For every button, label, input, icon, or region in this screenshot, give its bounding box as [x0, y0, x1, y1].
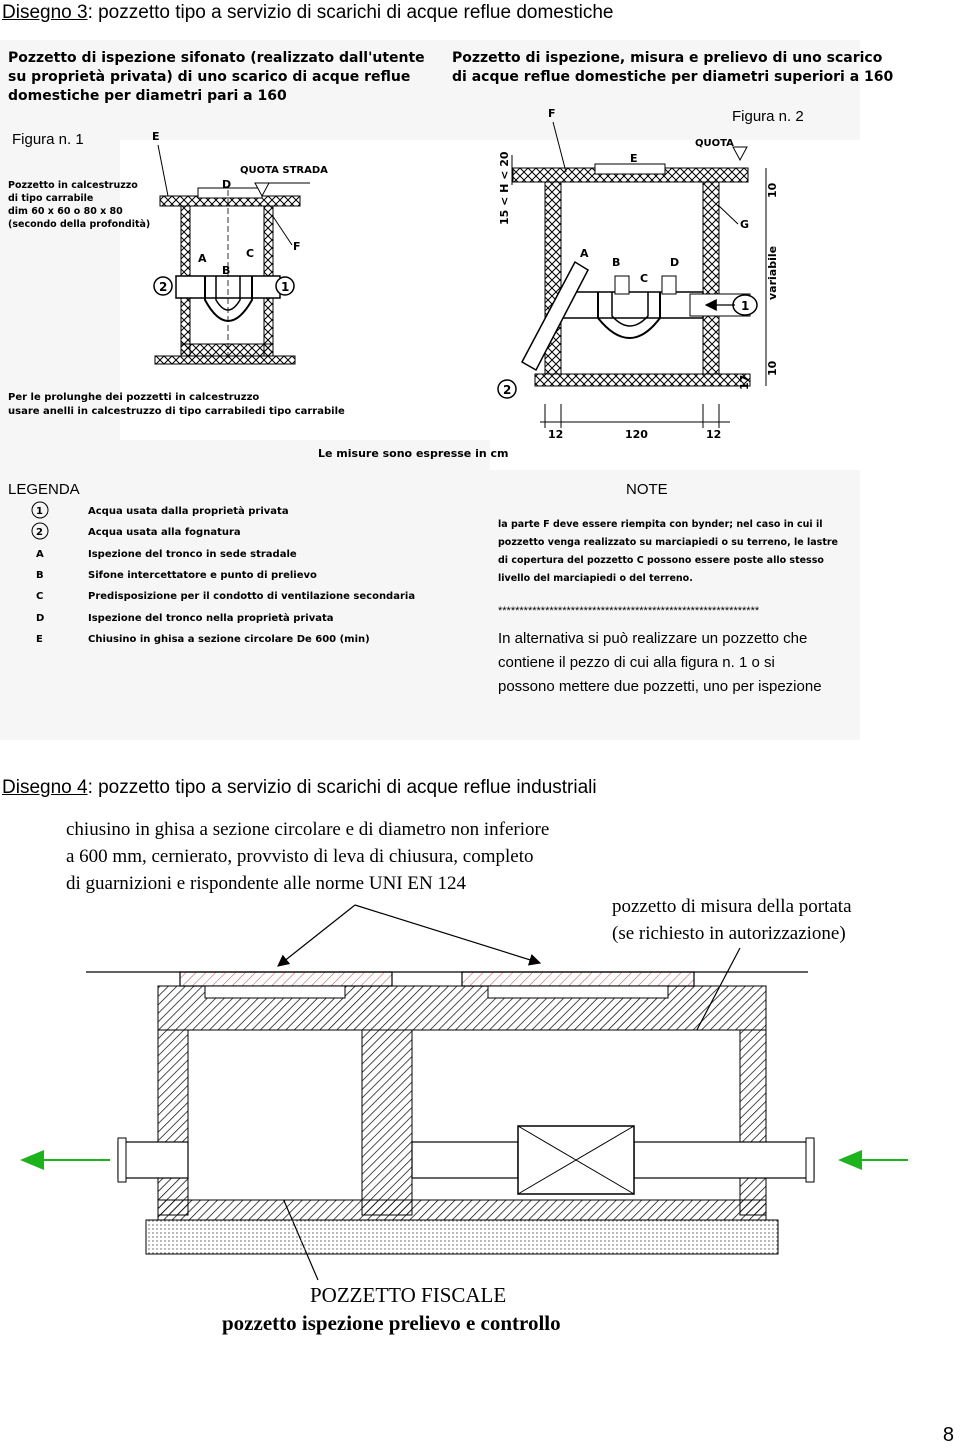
page-number: 8 — [942, 1424, 954, 1446]
svg-text:Sifone intercettatore e punto: Sifone intercettatore e punto di preliev… — [88, 570, 317, 581]
svg-text:Chiusino in ghisa a sezione ci: Chiusino in ghisa a sezione circolare De… — [88, 634, 370, 645]
fig2-letter-c: C — [640, 272, 648, 285]
note-heading: NOTE — [626, 481, 668, 498]
drawing4-right-annotation: pozzetto di misura della portata (se ric… — [612, 896, 856, 944]
fig2-circle-2: 2 — [497, 379, 517, 399]
fig2-letter-g: G — [740, 218, 749, 231]
legend-heading: LEGENDA — [8, 481, 80, 498]
svg-text:Ispezione del tronco nella pro: Ispezione del tronco nella proprietà pri… — [88, 612, 334, 624]
svg-text:Predisposizione per il condott: Predisposizione per il condotto di venti… — [88, 591, 415, 602]
drawing3-caption-label: Disegno 3 — [2, 2, 88, 23]
fig2-dim-17: 17 — [738, 375, 751, 390]
fig1-e-leader — [157, 144, 169, 197]
fig1-title: Pozzetto di ispezione sifonato (realizza… — [8, 50, 430, 104]
fig1-circle-2: 2 — [153, 276, 173, 296]
drawing4-bottom-subtitle: pozzetto ispezione prelievo e controllo — [222, 1311, 561, 1335]
fig1-figure-label: Figura n. 1 — [12, 131, 84, 148]
fig1-letter-d: D — [222, 178, 231, 191]
svg-text:2: 2 — [159, 280, 167, 294]
legend-item: C Predisposizione per il condotto di ven… — [36, 591, 415, 602]
units-note: Le misure sono espresse in cm — [318, 447, 509, 460]
industrial-pozzetto — [117, 971, 815, 1255]
fig2-letter-f: F — [548, 107, 556, 120]
fig1-circle-1: 1 — [275, 276, 295, 296]
fig2-pozzetto — [512, 146, 751, 387]
fig1-quota-label: QUOTA STRADA — [240, 165, 328, 176]
fig1-letter-f: F — [293, 240, 301, 253]
fig2-letter-b: B — [612, 256, 620, 269]
svg-text:Acqua usata alla fognatura: Acqua usata alla fognatura — [88, 527, 241, 538]
fig2-dim-10-top: 10 — [766, 182, 779, 198]
legend-item: 2 Acqua usata alla fognatura — [31, 522, 241, 540]
fig2-figure-label: Figura n. 2 — [732, 108, 804, 125]
svg-text:1: 1 — [741, 299, 749, 313]
svg-text:1: 1 — [281, 280, 289, 294]
legend-item: B Sifone intercettatore e punto di preli… — [36, 570, 317, 581]
legend-item: E Chiusino in ghisa a sezione circolare … — [36, 634, 370, 645]
legend-item: A Ispezione del tronco in sede stradale — [36, 549, 297, 560]
fig2-quota-label: QUOTA — [695, 138, 734, 149]
fig2-circle-1: 1 — [732, 294, 758, 316]
fig1-note: Per le prolunghe dei pozzetti in calcest… — [8, 392, 345, 417]
svg-text:B: B — [36, 570, 44, 581]
fig1-material-label: Pozzetto in calcestruzzo di tipo carrabi… — [8, 180, 150, 230]
fig2-dim-h: 15 < H < 20 — [498, 151, 511, 225]
fig2-dim-12-left: 12 — [548, 428, 563, 441]
svg-text:E: E — [36, 634, 43, 645]
fig2-letter-d: D — [670, 256, 679, 269]
note-separator: ****************************************… — [498, 605, 760, 617]
fig2-dim-12-right: 12 — [706, 428, 721, 441]
note-text: la parte F deve essere riempita con bynd… — [498, 519, 841, 584]
svg-text:Acqua usata dalla proprietà pr: Acqua usata dalla proprietà privata — [88, 505, 289, 517]
svg-text:D: D — [36, 613, 44, 624]
fig1-letter-c: C — [246, 247, 254, 260]
svg-text:1: 1 — [36, 506, 43, 517]
note-alternative: In alternativa si può realizzare un pozz… — [498, 630, 822, 695]
svg-text:A: A — [36, 549, 44, 560]
fig2-f-leader — [552, 121, 567, 173]
fig2-letter-a: A — [580, 247, 589, 260]
fig2-g-leader — [717, 204, 739, 225]
svg-text:2: 2 — [503, 383, 511, 397]
drawing3-caption: Disegno 3: pozzetto tipo a servizio di s… — [2, 2, 614, 24]
fig1-letter-a: A — [198, 252, 207, 265]
svg-text:Ispezione del tronco in sede s: Ispezione del tronco in sede stradale — [88, 549, 297, 560]
drawing4-caption-text: : pozzetto tipo a servizio di scarichi d… — [87, 777, 597, 798]
svg-text:2: 2 — [36, 527, 43, 538]
drawing3-caption-text: : pozzetto tipo a servizio di scarichi d… — [87, 2, 614, 23]
fig2-dim-10-bottom: 10 — [766, 360, 779, 376]
fig1-letter-b: B — [222, 264, 230, 277]
manhole-leader-left — [277, 904, 356, 967]
legend-item: D Ispezione del tronco nella proprietà p… — [36, 612, 334, 624]
fig2-letter-e: E — [630, 152, 638, 165]
svg-text:C: C — [36, 591, 43, 602]
fig1-letter-e: E — [152, 130, 160, 143]
manhole-leader-right — [354, 904, 542, 966]
drawing4-caption: Disegno 4: pozzetto tipo a servizio di s… — [2, 777, 597, 799]
legend-list: 1 Acqua usata dalla proprietà privata 2 … — [31, 501, 415, 645]
drawing4-top-annotation: chiusino in ghisa a sezione circolare e … — [66, 819, 554, 894]
fig2-dim-120: 120 — [625, 428, 648, 441]
drawing4-bottom-title: POZZETTO FISCALE — [310, 1283, 506, 1307]
legend-item: 1 Acqua usata dalla proprietà privata — [31, 501, 289, 519]
fig2-title: Pozzetto di ispezione, misura e prelievo… — [452, 50, 894, 85]
fig2-dim-variabile: variabile — [766, 246, 779, 300]
fig1-pozzetto — [154, 182, 310, 365]
fig1-f-leader — [271, 214, 293, 246]
drawing4-caption-label: Disegno 4 — [2, 777, 88, 798]
